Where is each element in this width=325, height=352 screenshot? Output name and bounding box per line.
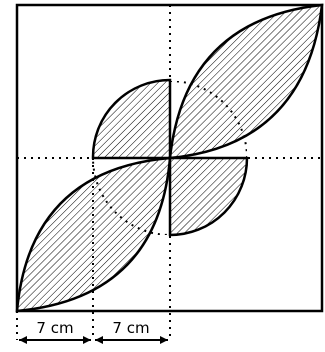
quarter-circle-lower bbox=[168, 156, 249, 237]
dimension-label-left: 7 cm bbox=[36, 319, 73, 337]
dimension-arrow-right bbox=[95, 336, 168, 344]
dimension-arrow-left bbox=[19, 336, 91, 344]
dimension-label-right: 7 cm bbox=[112, 319, 149, 337]
quarter-circle-upper bbox=[91, 78, 172, 160]
leaf-upper-right bbox=[168, 3, 324, 160]
